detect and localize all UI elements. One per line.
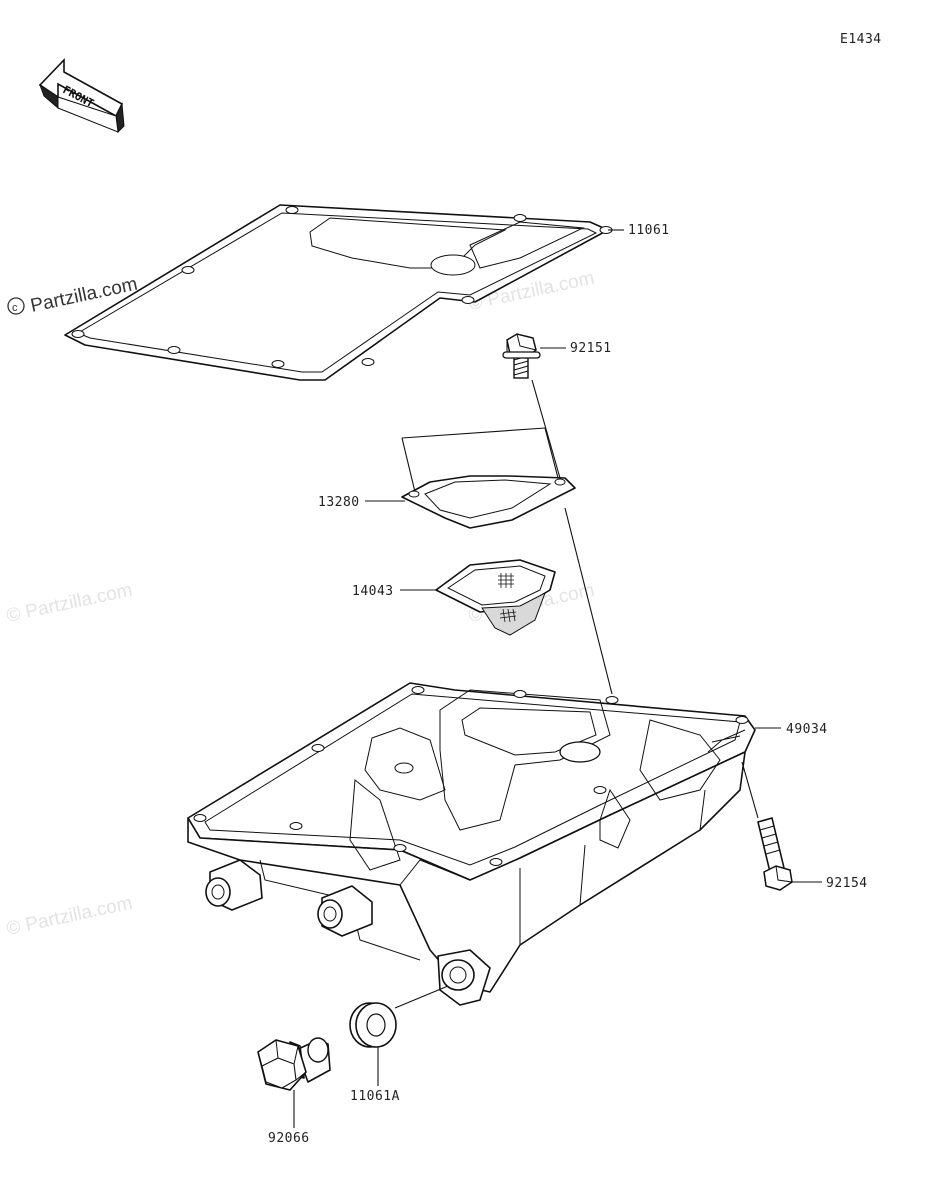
part-label-92066: 92066 — [268, 1131, 310, 1146]
part-label-14043: 14043 — [352, 584, 394, 599]
oil-pan-49034 — [187, 682, 756, 1006]
front-arrow-icon: FRONT — [38, 58, 125, 134]
washer-11061a — [349, 985, 449, 1048]
watermark: © Partzilla.com — [5, 580, 135, 627]
oil-pan-boss — [205, 859, 263, 911]
drain-plug-92066 — [257, 1037, 331, 1091]
gasket-11061 — [64, 204, 613, 381]
oil-pan-boss — [317, 885, 373, 937]
part-label-49034: 49034 — [786, 722, 828, 737]
bolt-92151 — [502, 333, 541, 379]
drain-boss — [437, 949, 491, 1006]
part-labels: 11061 92151 13280 14043 49034 92154 1106… — [268, 223, 868, 1146]
part-label-92151: 92151 — [570, 341, 612, 356]
part-label-92154: 92154 — [826, 876, 868, 891]
svg-text:c: c — [12, 302, 18, 314]
part-label-11061a: 11061A — [350, 1089, 400, 1104]
watermark: © Partzilla.com — [5, 893, 135, 940]
part-label-11061: 11061 — [628, 223, 670, 238]
leader-lines — [401, 379, 613, 695]
part-label-13280: 13280 — [318, 495, 360, 510]
bolt-92154 — [741, 761, 793, 891]
gasket-13280 — [401, 475, 576, 529]
strainer-14043 — [435, 559, 556, 636]
diagram-code: E1434 — [840, 32, 882, 47]
